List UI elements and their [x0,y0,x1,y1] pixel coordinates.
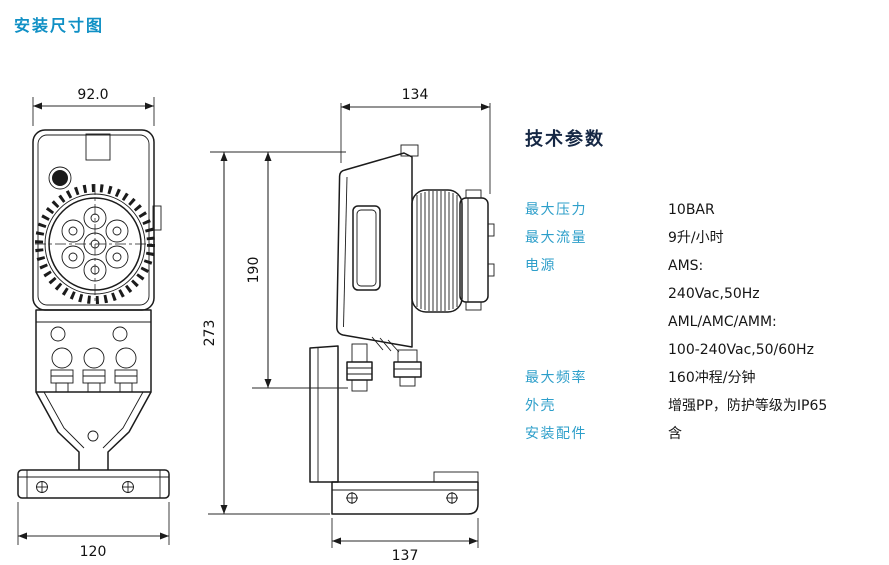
spec-row-max-frequency: 最大频率 160冲程/分钟 [525,364,885,392]
spec-value-line: 含 [668,426,682,442]
specs-heading: 技术参数 [525,129,605,150]
dim-side-width-bottom: 137 [392,548,419,564]
spec-value: 增强PP，防护等级为IP65 [668,392,827,420]
spec-row-max-pressure: 最大压力 10BAR [525,196,885,224]
spec-value: 160冲程/分钟 [668,364,755,392]
side-view-dimensions: 134 190 273 137 [202,87,491,564]
spec-row-mounting-kit: 安装配件 含 [525,420,885,448]
spec-row-max-flow: 最大流量 9升/小时 [525,224,885,252]
dim-front-width-bottom: 120 [80,544,107,560]
spec-label: 电源 [525,258,556,274]
spec-label: 最大流量 [525,230,587,246]
spec-value-line: AML/AMC/AMM: [668,314,777,330]
spec-value-line: 240Vac,50Hz [668,286,760,302]
spec-label: 外壳 [525,398,556,414]
spec-value: 10BAR [668,196,715,224]
spec-value-line: 10BAR [668,202,715,218]
specs-panel: 技术参数 最大压力 10BAR 最大流量 9升/小时 电源 AMS: 240Va… [525,125,885,448]
front-view-dimensions: 92.0 120 [17,87,170,560]
spec-value-line: 100-240Vac,50/60Hz [668,342,814,358]
spec-row-power: 电源 AMS: 240Vac,50Hz AML/AMC/AMM: 100-240… [525,252,885,364]
spec-value: 9升/小时 [668,224,724,252]
dim-side-height-pump: 190 [246,257,262,284]
dim-front-width-top: 92.0 [77,87,108,103]
spec-value-line: 增强PP，防护等级为IP65 [668,398,828,414]
spec-value-line: AMS: [668,258,704,274]
dim-side-width-top: 134 [402,87,429,103]
side-view-drawing [309,144,495,515]
spec-value: AMS: 240Vac,50Hz AML/AMC/AMM: 100-240Vac… [668,252,814,364]
spec-value: 含 [668,420,682,448]
spec-label: 最大频率 [525,370,587,386]
spec-value-line: 160冲程/分钟 [668,370,756,386]
spec-value-line: 9升/小时 [668,230,724,246]
spec-row-housing: 外壳 增强PP，防护等级为IP65 [525,392,885,420]
spec-label: 最大压力 [525,202,587,218]
dim-side-height-total: 273 [202,320,218,347]
page-title: 安装尺寸图 [14,16,105,35]
spec-label: 安装配件 [525,426,587,442]
front-view-drawing [17,129,170,499]
